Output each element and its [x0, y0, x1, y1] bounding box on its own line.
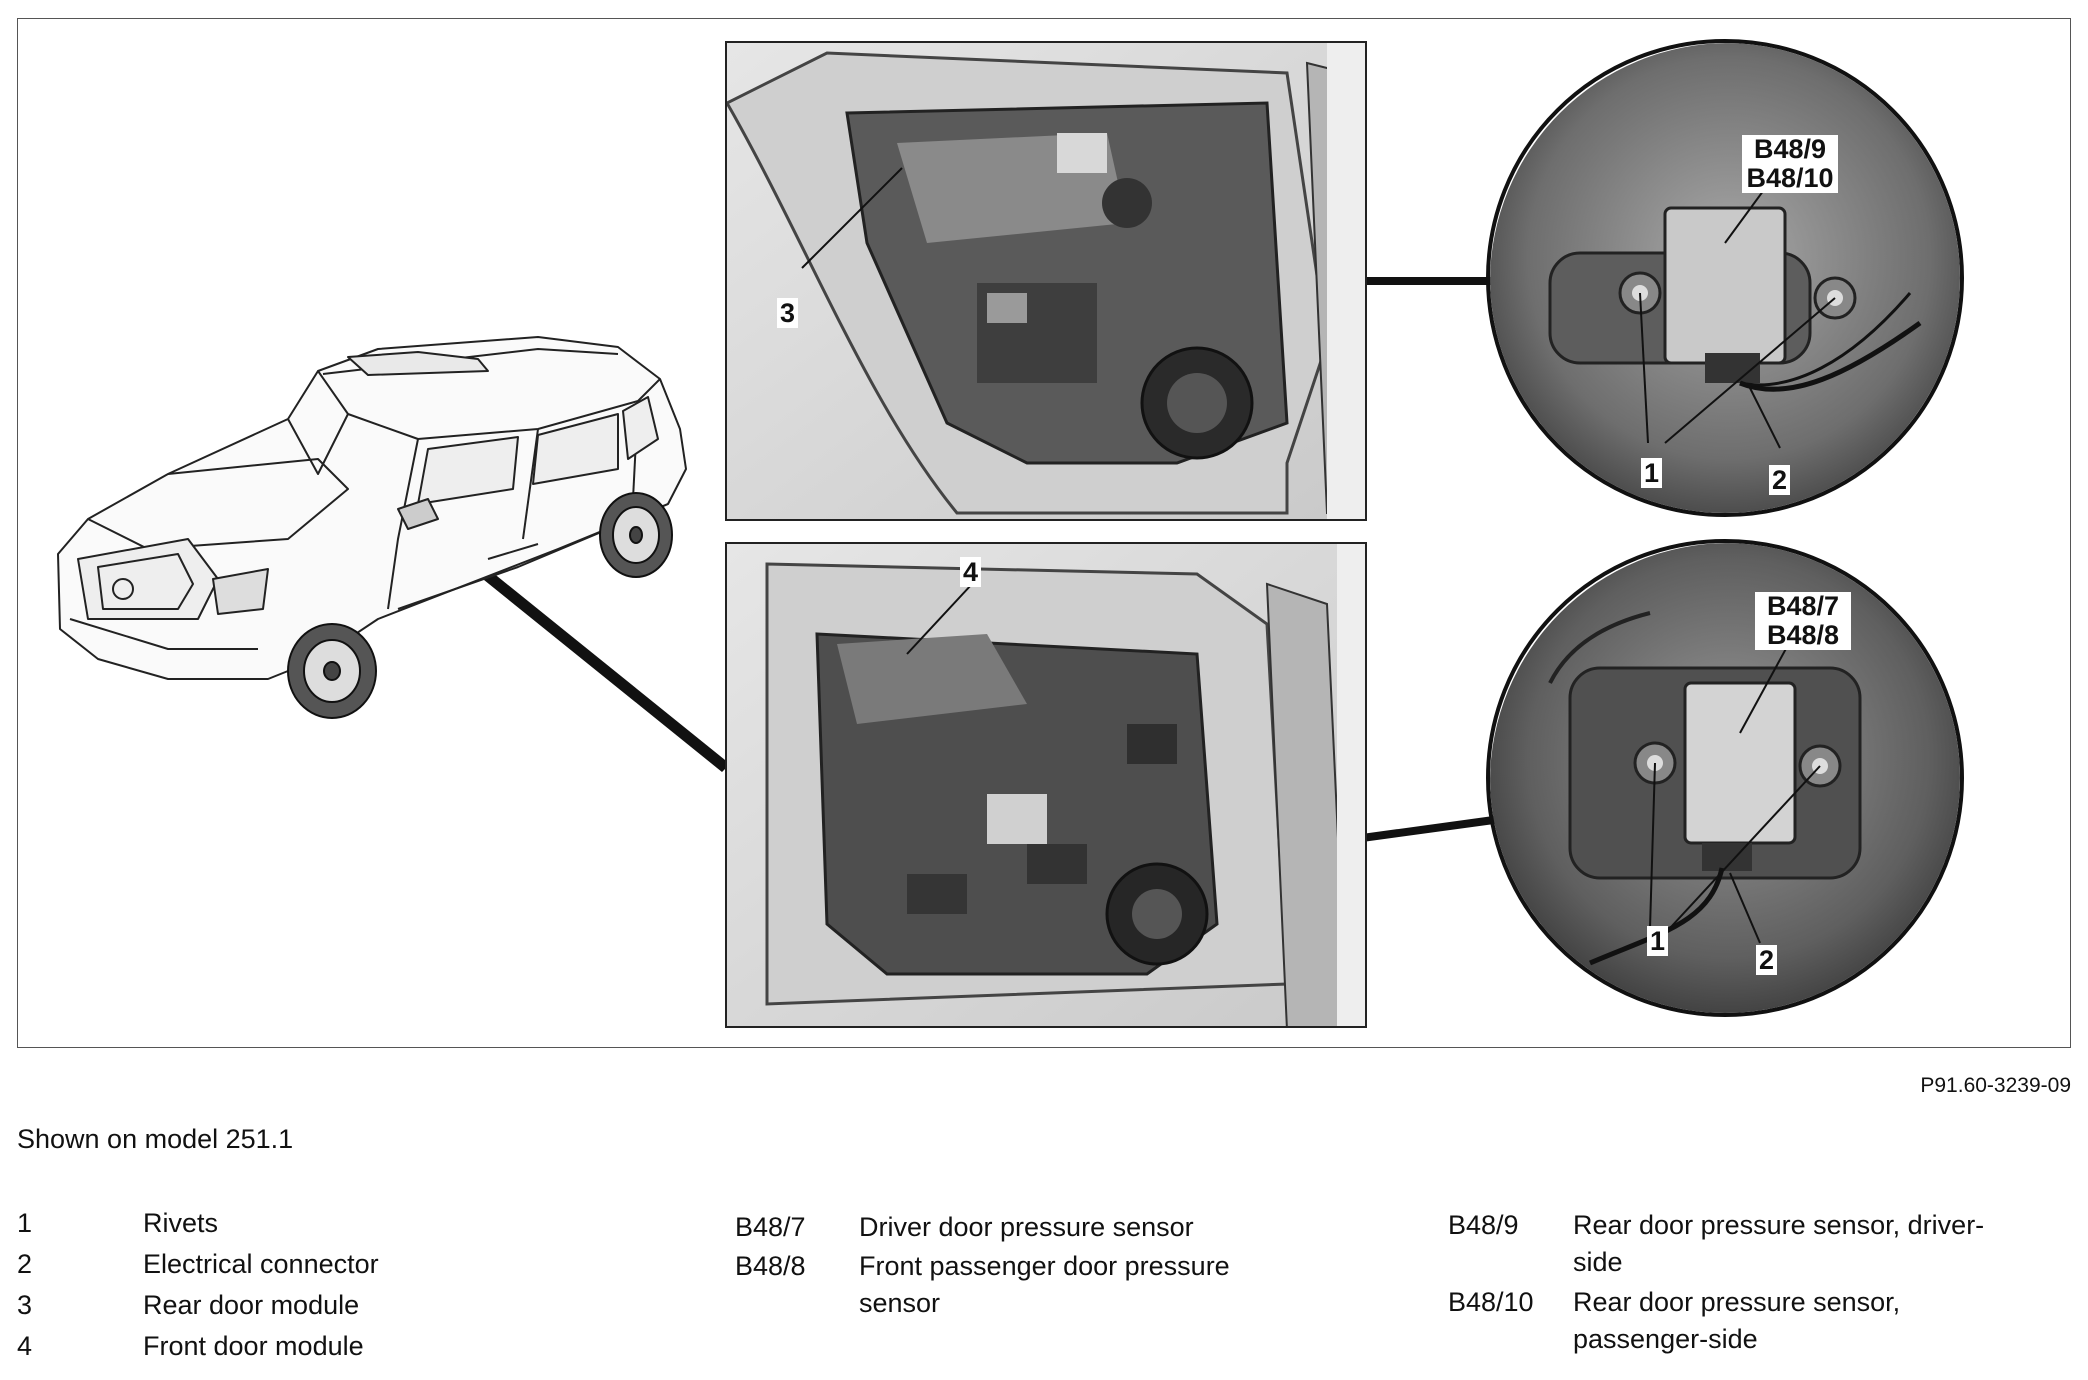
car-illustration — [57, 336, 687, 680]
caption: Shown on model 251.1 — [17, 1124, 294, 1154]
rear-sensor-code-labels: B48/9 B48/10 — [1742, 135, 1838, 193]
code-b48-9: B48/9 — [1753, 134, 1827, 164]
legend-row: B48/8 Front passenger door pressure senso… — [735, 1248, 1279, 1322]
legend-key: B48/10 — [1448, 1287, 1534, 1317]
callout-rivets-front: 1 — [1647, 926, 1669, 956]
callout-connector-rear: 2 — [1769, 465, 1791, 495]
front-sensor-code-labels: B48/7 B48/8 — [1755, 592, 1851, 650]
legend-key: 4 — [17, 1331, 33, 1361]
legend-text: Front passenger door pressure sensor — [859, 1251, 1230, 1318]
legend-key: 1 — [17, 1208, 33, 1238]
legend-key: 2 — [17, 1249, 33, 1279]
legend-text: Driver door pressure sensor — [859, 1212, 1194, 1242]
diagram-drawing — [57, 277, 1502, 885]
legend-row: 4 Front door module — [17, 1326, 379, 1367]
legend-key: B48/9 — [1448, 1210, 1519, 1240]
legend-row: 3 Rear door module — [17, 1285, 379, 1326]
diagram-figure: 3 4 — [17, 18, 2071, 1048]
legend-key: 3 — [17, 1290, 33, 1320]
legend-row: 1 Rivets — [17, 1203, 379, 1244]
code-b48-10: B48/10 — [1746, 163, 1834, 193]
legend-column-3: B48/9 Rear door pressure sensor, driver-s… — [1448, 1207, 2033, 1358]
front-door-photo: 4 — [725, 542, 1367, 1028]
front-sensor-detail: B48/7 B48/8 1 2 — [1486, 539, 1964, 1017]
callout-front-door-module: 4 — [960, 557, 982, 587]
legend-text: Front door module — [143, 1331, 364, 1361]
pointer-to-front-door — [458, 551, 730, 772]
legend-column-1: 1 Rivets 2 Electrical connector 3 Rear door… — [17, 1203, 379, 1367]
legend-row: B48/10 Rear door pressure sensor, passeng… — [1448, 1284, 2033, 1358]
rear-sensor-detail: B48/9 B48/10 1 2 — [1486, 39, 1964, 517]
legend-text: Rear door pressure sensor, driver-side — [1573, 1210, 1985, 1277]
callout-connector-front: 2 — [1756, 945, 1778, 975]
legend-row: B48/7 Driver door pressure sensor — [735, 1207, 1279, 1248]
legend-text: Rear door pressure sensor, passenger-sid… — [1573, 1287, 1901, 1354]
legend-text: Rivets — [143, 1208, 219, 1238]
figure-id: P91.60-3239-09 — [1920, 1074, 2071, 1097]
callout-rear-door-module: 3 — [777, 298, 799, 328]
rear-door-photo: 3 — [725, 41, 1367, 521]
callout-rivets-rear: 1 — [1641, 458, 1663, 488]
legend-row: B48/9 Rear door pressure sensor, driver-s… — [1448, 1207, 2033, 1281]
legend-text: Rear door module — [143, 1290, 360, 1320]
legend-text: Electrical connector — [143, 1249, 379, 1279]
car-wheels — [287, 492, 673, 719]
legend-key: B48/7 — [735, 1212, 806, 1242]
legend-row: 2 Electrical connector — [17, 1244, 379, 1285]
legend-key: B48/8 — [735, 1251, 806, 1281]
legend-column-2: B48/7 Driver door pressure sensor B48/8 Fr… — [735, 1207, 1279, 1322]
code-b48-8: B48/8 — [1766, 620, 1840, 650]
code-b48-7: B48/7 — [1766, 591, 1840, 621]
